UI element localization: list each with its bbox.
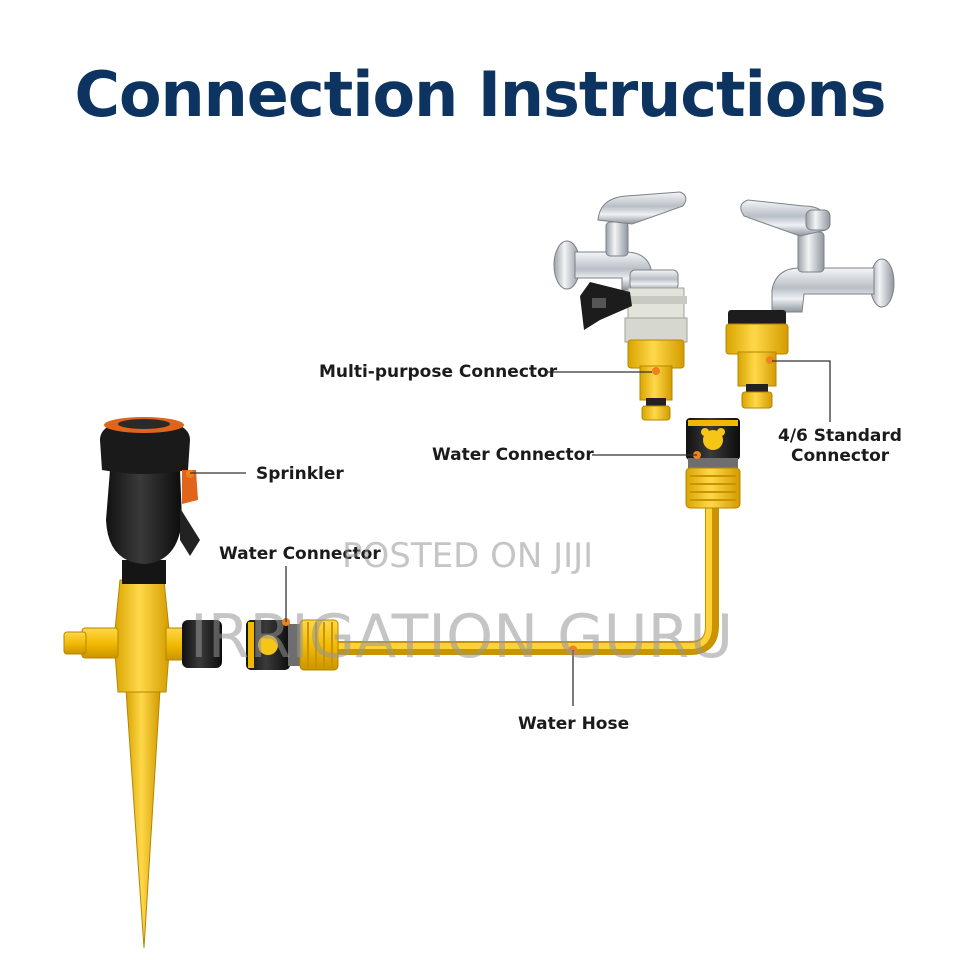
label-standard-connector-line2: Connector — [791, 446, 890, 466]
water-hose — [330, 505, 719, 655]
water-connector-left — [246, 618, 339, 671]
label-multi-purpose-connector: Multi-purpose Connector — [319, 362, 558, 382]
label-water-connector-top: Water Connector — [432, 445, 594, 465]
water-connector-top — [685, 418, 741, 509]
leader-standard-connector — [772, 360, 831, 422]
page-title: Connection Instructions — [74, 58, 886, 131]
faucet-left — [553, 191, 688, 421]
label-water-connector-left: Water Connector — [219, 544, 381, 564]
faucet-right — [725, 199, 895, 409]
label-standard-connector-line1: 4/6 Standard — [778, 426, 902, 446]
label-water-hose: Water Hose — [518, 714, 630, 734]
callout-lines — [190, 360, 831, 706]
label-sprinkler: Sprinkler — [256, 464, 344, 484]
sprinkler — [63, 417, 222, 949]
